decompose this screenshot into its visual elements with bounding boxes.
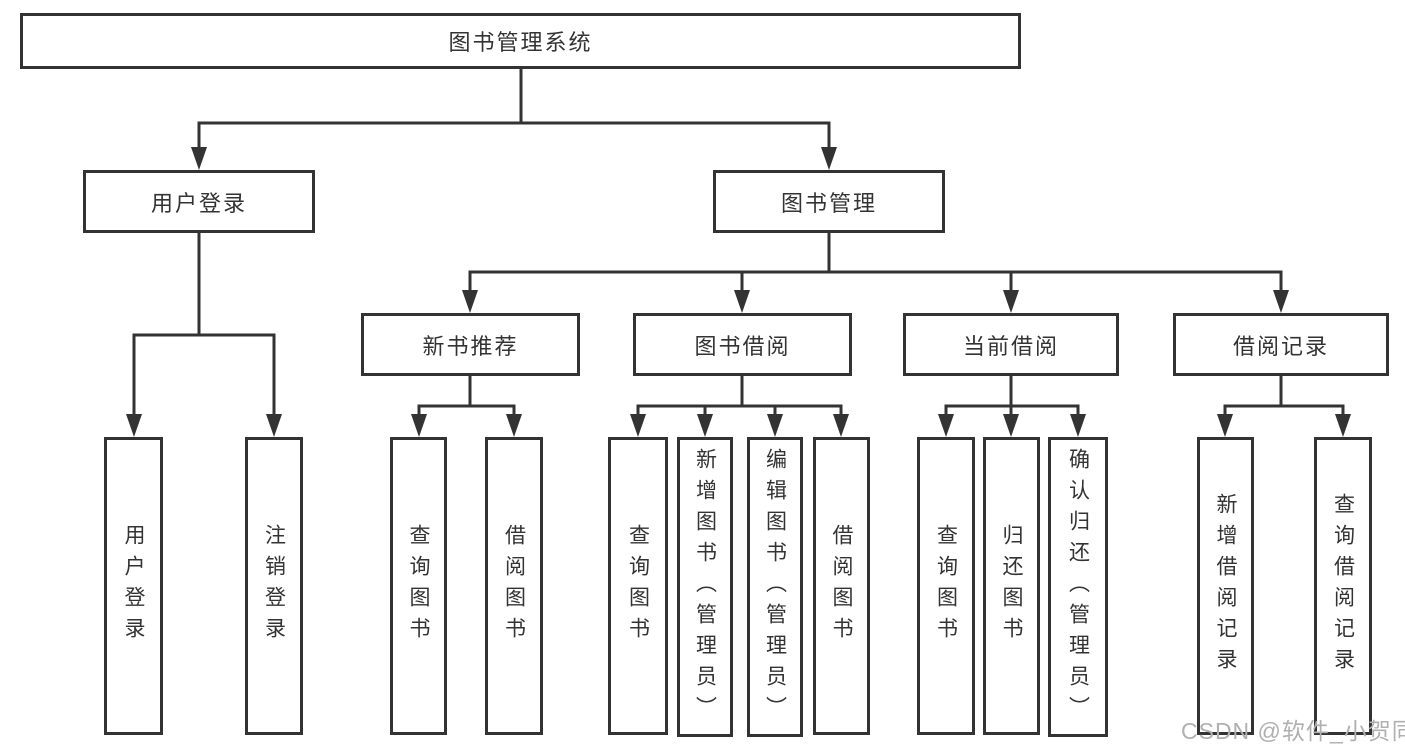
node-label: 新增图书（管理员） xyxy=(693,447,717,727)
node-label: 查询图书 xyxy=(407,524,430,648)
node-borrowing-records: 借阅记录 xyxy=(1173,313,1389,376)
leaf-borrow-books-recommend: 借阅图书 xyxy=(485,437,543,735)
node-label: 新书推荐 xyxy=(422,333,519,359)
node-label: 图书管理 xyxy=(780,190,877,216)
node-label: 借阅图书 xyxy=(830,524,853,648)
node-label: 借阅图书 xyxy=(502,524,526,648)
edge-userlogin-to-leaves xyxy=(132,233,276,428)
node-label: 新增借阅记录 xyxy=(1214,493,1237,679)
arrowheads xyxy=(126,147,1351,437)
node-book-management: 图书管理 xyxy=(713,170,945,233)
node-label: 查询图书 xyxy=(626,524,650,648)
leaf-query-books-recommend: 查询图书 xyxy=(390,437,447,735)
node-label: 查询借阅记录 xyxy=(1331,493,1355,679)
node-new-book-recommendation: 新书推荐 xyxy=(361,313,580,376)
node-label: 查询图书 xyxy=(934,524,958,648)
leaf-confirm-return-admin: 确认归还（管理员） xyxy=(1048,437,1108,737)
edge-records-to-leaves xyxy=(1223,376,1345,428)
node-library-management-system: 图书管理系统 xyxy=(20,13,1021,69)
leaf-borrow-books-borrowing: 借阅图书 xyxy=(813,437,870,735)
node-label: 借阅记录 xyxy=(1232,333,1329,359)
node-current-borrowing: 当前借阅 xyxy=(903,313,1119,376)
edge-bookmgmt-to-level3 xyxy=(468,233,1283,302)
node-user-login: 用户登录 xyxy=(83,170,315,233)
node-label: 用户登录 xyxy=(122,524,145,648)
leaf-query-books-current: 查询图书 xyxy=(917,437,975,735)
leaf-add-borrow-record: 新增借阅记录 xyxy=(1197,437,1254,735)
edge-newbooks-to-leaves xyxy=(417,376,516,428)
leaf-query-books-borrowing: 查询图书 xyxy=(608,437,668,735)
leaf-query-borrow-record: 查询借阅记录 xyxy=(1314,437,1372,735)
node-label: 注销登录 xyxy=(262,524,286,648)
leaf-edit-books-admin: 编辑图书（管理员） xyxy=(747,437,803,737)
node-label: 归还图书 xyxy=(1000,524,1023,648)
node-label: 图书管理系统 xyxy=(448,30,593,55)
leaf-user-login: 用户登录 xyxy=(104,437,163,735)
node-label: 图书借阅 xyxy=(694,333,791,359)
leaf-return-books: 归还图书 xyxy=(983,437,1040,735)
node-label: 用户登录 xyxy=(150,190,247,216)
leaf-logout: 注销登录 xyxy=(245,437,303,735)
leaf-add-books-admin: 新增图书（管理员） xyxy=(677,437,733,737)
edge-root-to-level2 xyxy=(197,69,831,162)
node-label: 编辑图书（管理员） xyxy=(763,447,787,727)
csdn-watermark: CSDN @软件_小贺同学 xyxy=(1181,718,1405,744)
edge-borrowing-to-leaves xyxy=(636,376,843,428)
node-label: 确认归还（管理员） xyxy=(1066,447,1090,727)
node-label: 当前借阅 xyxy=(962,333,1059,359)
node-book-borrowing: 图书借阅 xyxy=(633,313,852,376)
